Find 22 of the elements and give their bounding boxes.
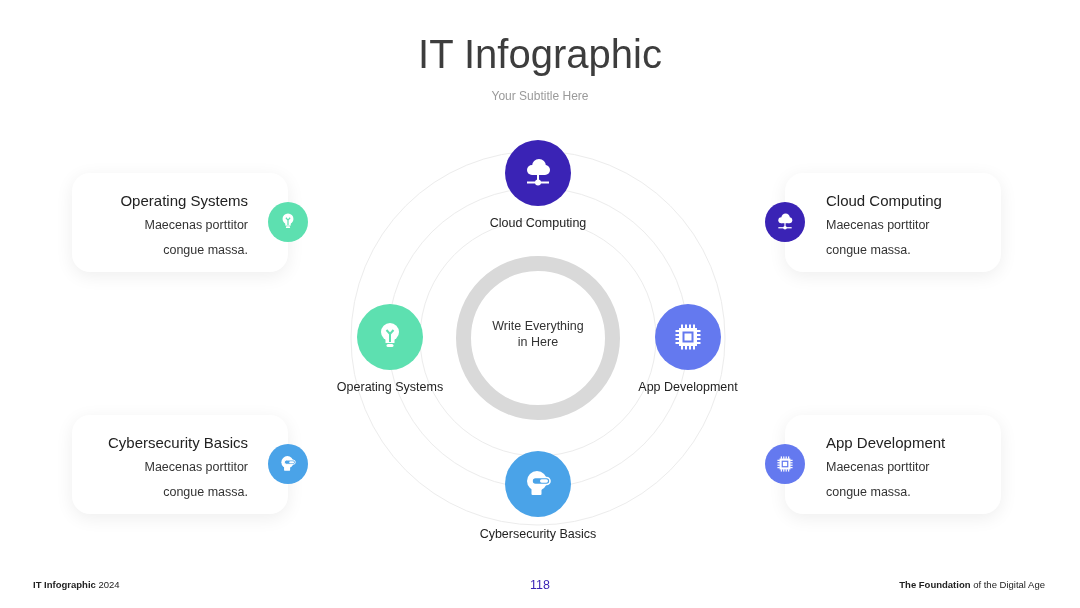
footer-text: IT Infographic 2024	[33, 579, 120, 591]
card-heading: Cybersecurity Basics	[107, 434, 248, 452]
topic-card	[72, 415, 288, 514]
footer-text: The Foundation of the Digital Age	[899, 579, 1045, 591]
title: IT Infographic	[418, 31, 662, 78]
topic-card	[785, 415, 1001, 514]
card-text: Maecenas porttitor congue massa.	[826, 217, 931, 259]
topic-label: App Development	[638, 380, 738, 395]
topic-label: Cloud Computing	[489, 216, 587, 231]
topic-label: Cybersecurity Basics	[479, 527, 597, 542]
topic-card	[72, 173, 288, 272]
center-text: Write Everything in Here	[491, 318, 585, 350]
subtitle: Your Subtitle Here	[491, 88, 589, 104]
page-number: 118	[530, 577, 550, 593]
card-heading: App Development	[826, 434, 946, 452]
topic-card	[785, 173, 1001, 272]
card-text: Maecenas porttitor congue massa.	[143, 217, 248, 259]
card-text: Maecenas porttitor congue massa.	[143, 459, 248, 501]
card-heading: Cloud Computing	[826, 192, 942, 210]
topic-label: Operating Systems	[336, 380, 444, 395]
card-heading: Operating Systems	[120, 192, 248, 210]
card-text: Maecenas porttitor congue massa.	[826, 459, 931, 501]
